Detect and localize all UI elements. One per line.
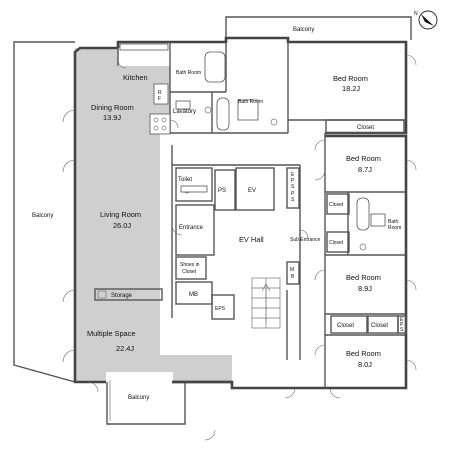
- label-multiple: Multiple Space: [87, 329, 135, 338]
- label-closet4: Closet: [337, 323, 354, 329]
- label-storage: Storage: [111, 293, 133, 299]
- label-bed4-size: 8.0J: [358, 360, 372, 369]
- balcony-top-outline: [225, 16, 412, 40]
- label-balcony-left: Balcony: [32, 213, 53, 219]
- label-mb2-a: M: [290, 267, 294, 273]
- label-eps3-c: S: [400, 327, 404, 333]
- label-lavatory: Lavatory: [173, 109, 196, 115]
- storage-inner: [97, 290, 107, 299]
- label-ps2-a: P: [291, 191, 295, 197]
- label-bath1: Bath Room: [176, 70, 201, 76]
- kitchen-fixtures: [119, 43, 171, 135]
- closet-room-2: [326, 193, 350, 215]
- label-bed3: Bed Room: [346, 273, 381, 282]
- mb-shaft-right: [286, 261, 300, 285]
- label-toilet: Toilet: [178, 177, 192, 183]
- label-living: Living Room: [100, 210, 141, 219]
- label-kitchen: Kitchen: [123, 73, 148, 82]
- compass-label: N: [414, 11, 418, 17]
- storage-box: [94, 288, 163, 301]
- label-multiple-size: 22.4J: [116, 344, 134, 353]
- label-dining: Dining Room: [91, 103, 134, 112]
- label-eps2: EPS: [215, 306, 226, 312]
- closet-room-3: [326, 231, 350, 253]
- toilet-room: [175, 167, 213, 202]
- compass: N: [414, 10, 438, 30]
- door-swings: [62, 54, 417, 441]
- shoes-closet: [175, 256, 207, 280]
- label-mb1: MB: [189, 292, 198, 298]
- label-dining-size: 13.9J: [103, 113, 121, 122]
- label-fridge-a: R: [158, 90, 162, 96]
- label-bed1-size: 18.2J: [342, 84, 360, 93]
- label-sub-entrance: Sub Entrance: [290, 237, 321, 243]
- ev-shaft: [235, 167, 275, 211]
- entrance-room: [175, 204, 215, 256]
- balcony-bottom-outline: [106, 382, 186, 425]
- label-eps1-a: E: [291, 172, 295, 178]
- label-bath3-a: Bath: [388, 219, 399, 225]
- label-bath3-b: Room: [388, 225, 401, 231]
- stair: [251, 277, 281, 329]
- balcony-bottom-floor: [107, 372, 173, 424]
- label-eps1-c: S: [291, 184, 295, 190]
- ps-shaft: [214, 169, 236, 211]
- label-fridge-b: F: [158, 96, 161, 102]
- eps-shaft-east: [397, 315, 407, 334]
- label-closet1: Closet: [357, 125, 374, 131]
- label-shoes-1: Shoes in: [180, 262, 200, 268]
- bath-fixtures: [175, 51, 386, 251]
- label-shoes-2: Closet: [182, 269, 197, 275]
- label-ev: EV: [248, 188, 256, 194]
- label-mb2-b: B: [291, 274, 295, 280]
- label-ps2-b: S: [291, 197, 295, 203]
- label-eps3-a: E: [400, 317, 404, 323]
- living-area-shading: [75, 48, 232, 382]
- label-ev-hall: EV Hall: [239, 235, 264, 244]
- label-bed2-size: 8.7J: [358, 165, 372, 174]
- label-closet5: Closet: [371, 323, 388, 329]
- exterior-wall-west: [73, 46, 118, 384]
- label-bed3-size: 8.9J: [358, 284, 372, 293]
- label-bed4: Bed Room: [346, 349, 381, 358]
- label-balcony-top: Balcony: [293, 27, 314, 33]
- closet-room-1: [325, 119, 405, 134]
- label-balcony-bottom: Balcony: [128, 395, 149, 401]
- eps-shaft-top: [286, 167, 300, 209]
- label-bed2: Bed Room: [346, 154, 381, 163]
- label-eps3-b: P: [400, 322, 404, 328]
- eps-room: [211, 294, 235, 320]
- closet-room-4: [330, 315, 368, 334]
- label-entrance: Entrance: [179, 225, 204, 231]
- label-bed1: Bed Room: [333, 74, 368, 83]
- label-closet3: Closet: [329, 240, 344, 246]
- balcony-left-outline: [13, 41, 76, 383]
- label-living-size: 26.0J: [113, 221, 131, 230]
- label-eps1-b: P: [291, 178, 295, 184]
- label-ps: PS: [218, 188, 226, 194]
- label-closet2: Closet: [329, 202, 344, 208]
- label-bath2: Bath Room: [238, 99, 263, 105]
- mb-room: [175, 281, 213, 305]
- exterior-wall-north: [116, 36, 408, 135]
